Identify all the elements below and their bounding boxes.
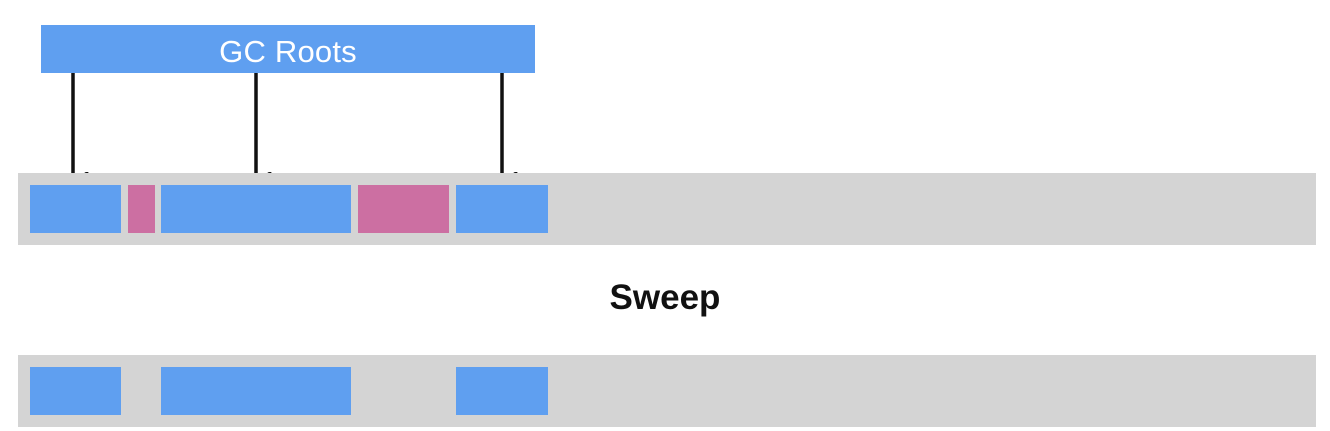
garbage-object-2 <box>358 185 449 233</box>
live-object-2 <box>161 185 351 233</box>
heap-before-sweep <box>18 173 1316 245</box>
sweep-step-label: Sweep <box>609 278 721 317</box>
garbage-object-1 <box>128 185 155 233</box>
gc-roots-box: GC Roots <box>41 25 535 73</box>
live-object-3 <box>456 185 548 233</box>
gc-roots-label: GC Roots <box>219 33 357 69</box>
live-object-3 <box>456 367 548 415</box>
live-object-1 <box>30 367 121 415</box>
live-object-2 <box>161 367 351 415</box>
heap-after-sweep <box>18 355 1316 427</box>
live-object-1 <box>30 185 121 233</box>
